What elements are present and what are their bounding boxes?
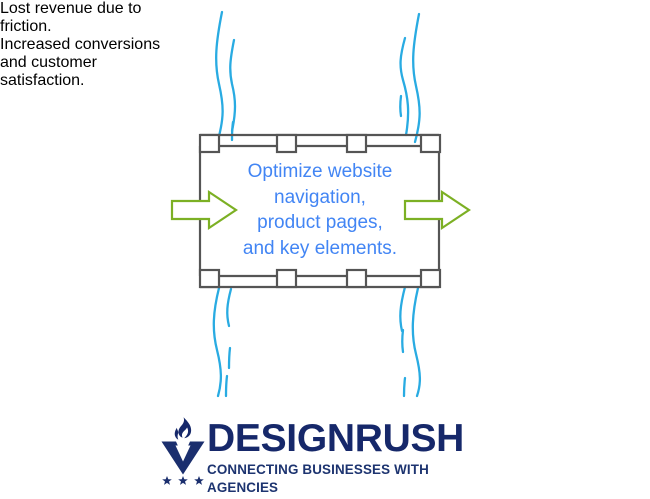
stream-line (212, 286, 223, 398)
right-caption-text: Increased conversions and customer satis… (0, 36, 161, 89)
stream-bottom-right (399, 285, 422, 398)
star-icon (162, 476, 172, 485)
stream-line (399, 285, 407, 333)
stream-line (401, 328, 405, 354)
clamp-group-bottom (198, 268, 442, 289)
stream-line (227, 346, 232, 370)
right-arrow-icon (170, 189, 238, 231)
clamp-bottom-mid-left (275, 268, 298, 289)
clamp-top-left (198, 133, 221, 154)
clamp-top-mid-right (345, 133, 368, 154)
stream-bottom-left (212, 286, 233, 398)
stream-line (399, 36, 410, 137)
stream-line (229, 38, 237, 133)
clamp-bottom-left (198, 268, 221, 289)
clamp-bottom-mid-right (345, 268, 368, 289)
designrush-logo: DESIGNRUSH CONNECTING BUSINESSES WITH AG… (155, 412, 495, 495)
stream-line (402, 376, 407, 398)
stream-line (411, 286, 422, 398)
logo-tagline-text: CONNECTING BUSINESSES WITH AGENCIES (207, 462, 429, 495)
arrow-left-group (170, 189, 238, 231)
star-row (162, 476, 204, 485)
stream-line (224, 374, 229, 398)
star-icon (194, 476, 204, 485)
left-caption-text: Lost revenue due to friction. (0, 0, 142, 35)
clamp-top-mid-left (275, 133, 298, 154)
stream-top-left (215, 10, 237, 142)
process-box-text: Optimize website navigation, product pag… (242, 161, 398, 259)
clamp-bottom-right (419, 268, 442, 289)
v-notch (175, 445, 191, 462)
stream-line (412, 12, 421, 144)
star-icon (178, 476, 188, 485)
clamp-top-right (419, 133, 442, 154)
flame-icon (174, 417, 192, 440)
clamp-group-top (198, 133, 442, 154)
stream-line (215, 10, 224, 142)
stream-line (226, 287, 233, 328)
stream-line (230, 120, 235, 142)
flame-torch-v-mark-icon (161, 417, 205, 485)
arrow-right-group (403, 189, 471, 231)
right-arrow-icon (403, 189, 471, 231)
stream-top-right (399, 12, 421, 144)
stream-line (399, 94, 403, 118)
logo-wordmark-text: DESIGNRUSH (207, 417, 465, 460)
